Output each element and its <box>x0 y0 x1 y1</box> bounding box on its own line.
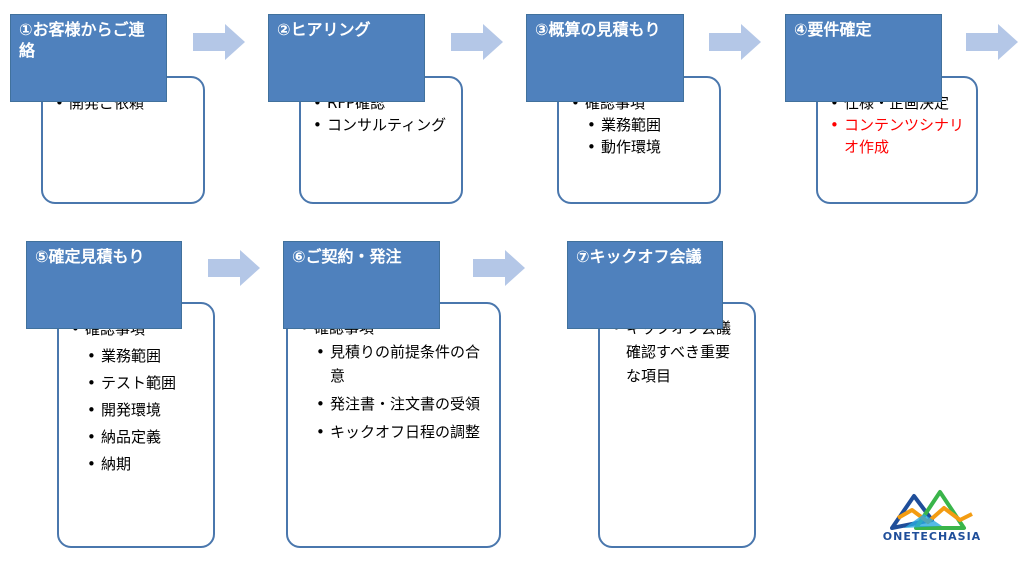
step-2-body: RFP確認 コンサルティング <box>299 76 463 204</box>
step-5-title: ⑤確定見積もり <box>26 241 182 329</box>
arrow-right-icon <box>473 250 525 286</box>
arrow-right-icon <box>451 24 503 60</box>
logo-text: ONETECHASIA <box>882 530 982 543</box>
step-6-item-4: キックオフ日程の調整 <box>298 420 489 444</box>
step-7-title: ⑦キックオフ会議 <box>567 241 723 329</box>
step-6-item-2: 見積りの前提条件の合意 <box>298 340 489 388</box>
step-2-item-2: コンサルティング <box>311 114 451 136</box>
step-3-item-3: 動作環境 <box>569 136 709 158</box>
step-4-title: ④要件確定 <box>785 14 942 102</box>
arrow-right-icon <box>966 24 1018 60</box>
step-5-item-3: テスト範囲 <box>69 370 203 397</box>
arrow-right-icon <box>208 250 260 286</box>
step-5-item-6: 納期 <box>69 451 203 478</box>
step-6-body: 確認事項 見積りの前提条件の合意 発注書・注文書の受領 キックオフ日程の調整 <box>286 302 501 548</box>
step-6-title: ⑥ご契約・発注 <box>283 241 440 329</box>
mountain-logo-icon <box>890 490 973 530</box>
step-5-body: 確認事項 業務範囲 テスト範囲 開発環境 納品定義 納期 <box>57 302 215 548</box>
company-logo: ONETECHASIA <box>882 488 982 550</box>
step-7-body: キックオフ会議確認すべき重要な項目 <box>598 302 756 548</box>
step-2-title: ②ヒアリング <box>268 14 425 102</box>
arrow-right-icon <box>193 24 245 60</box>
step-5-item-2: 業務範囲 <box>69 343 203 370</box>
arrow-right-icon <box>709 24 761 60</box>
step-6-item-3: 発注書・注文書の受領 <box>298 392 489 416</box>
step-5-item-5: 納品定義 <box>69 424 203 451</box>
step-3-title: ③概算の見積もり <box>526 14 684 102</box>
step-5-item-4: 開発環境 <box>69 397 203 424</box>
step-3-item-2: 業務範囲 <box>569 114 709 136</box>
step-1-title: ①お客様からご連絡 <box>10 14 167 102</box>
step-4-item-2: コンテンツシナリオ作成 <box>828 114 966 158</box>
